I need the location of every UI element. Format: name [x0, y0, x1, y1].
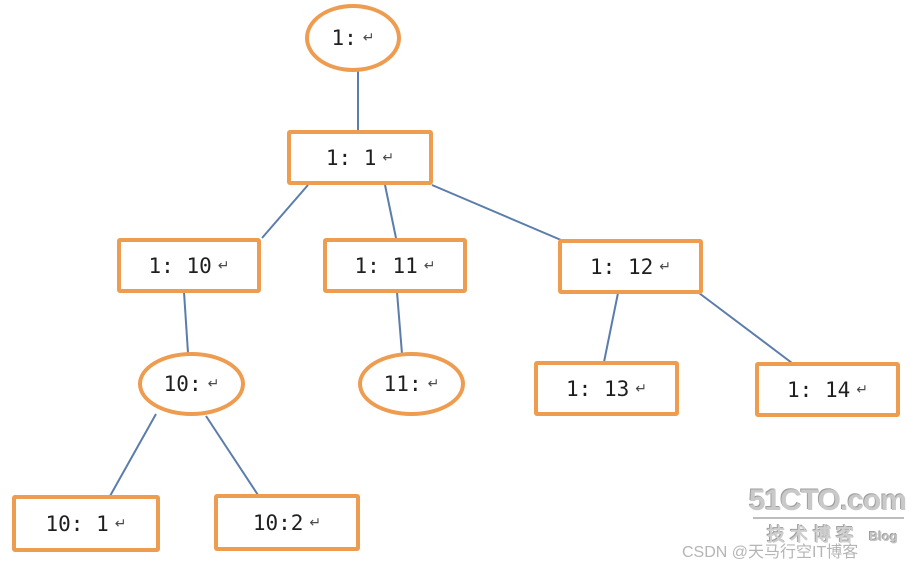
tree-node-11: 11: ↵: [358, 352, 465, 416]
node-label: 1: 13: [566, 376, 630, 401]
paragraph-return-mark: ↵: [309, 514, 322, 531]
paragraph-return-mark: ↵: [427, 376, 440, 392]
paragraph-return-mark: ↵: [382, 149, 395, 166]
connector-line: [396, 291, 403, 355]
node-label: 1: 12: [590, 254, 654, 279]
paragraph-return-mark: ↵: [659, 258, 671, 275]
paragraph-return-mark: ↵: [217, 257, 230, 274]
node-label: 10:: [163, 372, 202, 396]
connector-line: [698, 292, 793, 364]
paragraph-return-mark: ↵: [423, 257, 436, 274]
tree-node-10: 10: ↵: [138, 352, 245, 416]
paragraph-return-mark: ↵: [635, 380, 647, 397]
paragraph-return-mark: ↵: [114, 515, 127, 532]
paragraph-return-mark: ↵: [362, 30, 375, 46]
tree-node-1-1: 1: 1 ↵: [287, 130, 433, 185]
tree-node-10-1: 10: 1 ↵: [12, 495, 160, 552]
node-label: 1: 11: [354, 253, 418, 278]
tree-node-1-12: 1: 12 ↵: [558, 239, 703, 294]
paragraph-return-mark: ↵: [207, 376, 220, 392]
node-label: 1: 14: [787, 377, 851, 402]
connector-line: [384, 184, 397, 239]
node-label: 1: 1: [325, 145, 377, 170]
paragraph-return-mark: ↵: [856, 381, 868, 398]
connector-line: [109, 413, 157, 497]
tree-node-1: 1: ↵: [305, 4, 401, 72]
node-label: 1: 10: [148, 253, 212, 278]
tree-node-1-13: 1: 13 ↵: [534, 361, 679, 416]
node-label: 10: 1: [45, 511, 109, 536]
connector-line: [431, 184, 562, 241]
node-label: 10:2: [252, 510, 304, 535]
connector-line: [603, 292, 619, 363]
connector-line: [261, 184, 309, 239]
node-label: 11:: [383, 372, 422, 396]
connector-line: [205, 415, 259, 496]
node-label: 1:: [331, 26, 357, 50]
tree-node-1-14: 1: 14 ↵: [755, 362, 900, 417]
tree-node-10-2: 10:2 ↵: [214, 494, 360, 551]
connector-line: [183, 291, 189, 354]
tree-node-1-11: 1: 11 ↵: [323, 238, 467, 293]
tree-node-1-10: 1: 10 ↵: [117, 238, 261, 293]
